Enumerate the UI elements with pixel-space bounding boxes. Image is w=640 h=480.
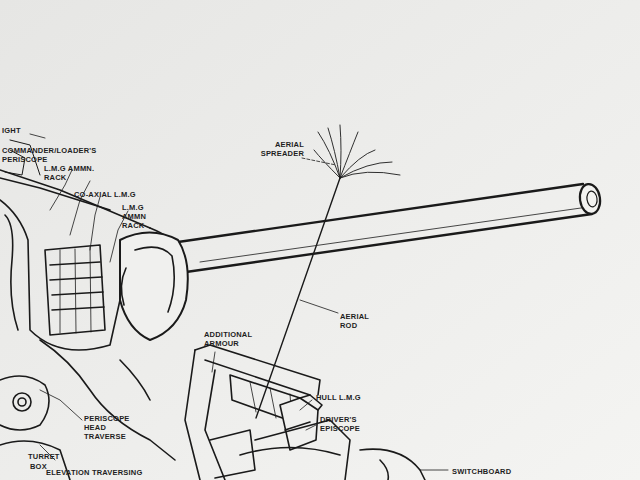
callout-label: ADDITIONAL ARMOUR — [204, 330, 256, 348]
callout-label: AERIAL SPREADER — [248, 140, 304, 158]
callout-label: HULL L.M.G — [316, 393, 361, 402]
callout-label: TURRET — [28, 452, 60, 461]
callout-label: L.M.G AMMN. RACK — [44, 164, 102, 182]
label-text: IGHT — [2, 126, 21, 135]
callout-label: BOX — [30, 462, 47, 471]
callout-label: SWITCHBOARD — [452, 467, 511, 476]
callout-label: CO-AXIAL L.M.G — [74, 190, 136, 199]
callout-label: PERISCOPE HEAD TRAVERSE — [84, 414, 140, 441]
callout-label: AERIAL ROD — [340, 312, 376, 330]
callout-label: L.M.G AMMN RACK — [122, 203, 168, 230]
callout-label: ELEVATION TRAVERSING — [46, 468, 143, 477]
callout-label: COMMANDER/LOADER'S PERISCOPE — [2, 146, 82, 164]
callout-label: DRIVER'S EPISCOPE — [320, 415, 364, 433]
